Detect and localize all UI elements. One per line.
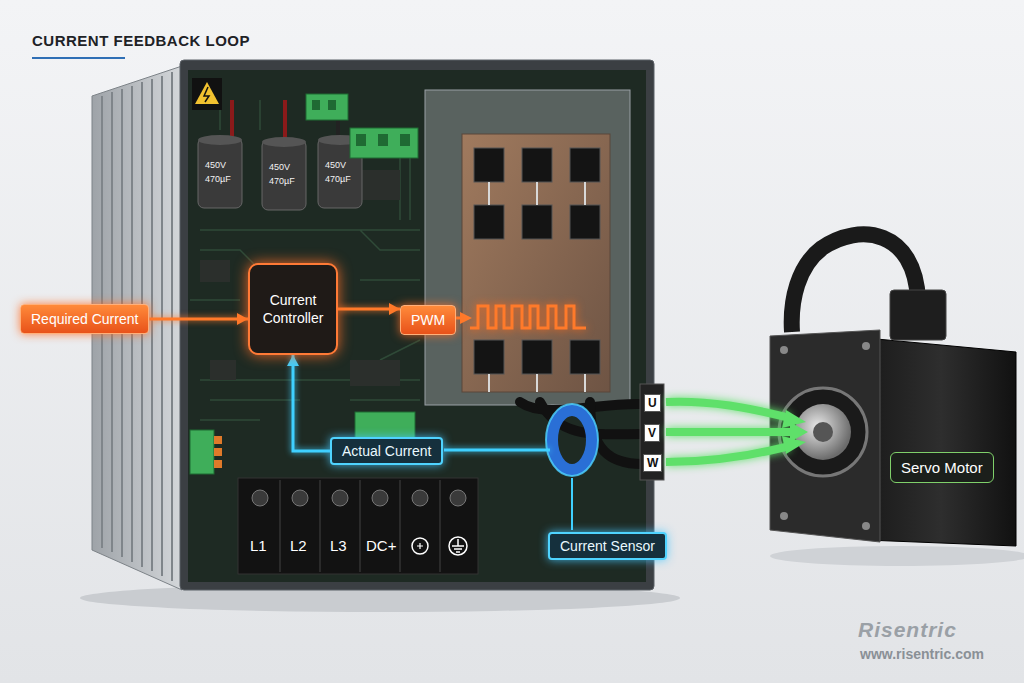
terminal-name: DC+ [366, 537, 396, 554]
motor-label: Servo Motor [890, 452, 994, 483]
feedback-tag: Actual Current [330, 437, 443, 465]
sensor-tag: Current Sensor [548, 532, 667, 560]
watermark-url: www.risentric.com [860, 646, 984, 662]
pwm-tag: PWM [400, 305, 456, 335]
node-text: Current Controller [256, 291, 330, 327]
arrow-head [237, 313, 248, 325]
watermark-brand: Risentric [858, 618, 957, 642]
controller-box: Current Controller [248, 263, 338, 355]
capacitor-rating: 450V [205, 160, 226, 170]
node-text: Actual Current [342, 443, 431, 459]
node-text: Required Current [31, 311, 138, 327]
arrow-head [389, 303, 400, 315]
terminal-name: L3 [330, 537, 347, 554]
capacitor-rating: 450V [269, 162, 290, 172]
node-text: Current Sensor [560, 538, 655, 554]
arrow-head [287, 355, 299, 366]
phase-terminal: U [644, 394, 661, 412]
signal-connector [293, 355, 330, 451]
capacitor-rating: 470µF [325, 174, 351, 184]
terminal-name: L2 [290, 537, 307, 554]
capacitor-rating: 450V [325, 160, 346, 170]
signal-connector [149, 318, 248, 321]
capacitor-rating: 470µF [205, 174, 231, 184]
terminal-name: L1 [250, 537, 267, 554]
phase-terminal: W [643, 454, 662, 472]
capacitor-rating: 470µF [269, 176, 295, 186]
diagram-title: CURRENT FEEDBACK LOOP [32, 32, 250, 49]
node-text: PWM [411, 312, 445, 328]
node-text: Servo Motor [901, 459, 983, 476]
phase-terminal: V [644, 424, 660, 442]
setpoint-tag: Required Current [20, 304, 149, 334]
